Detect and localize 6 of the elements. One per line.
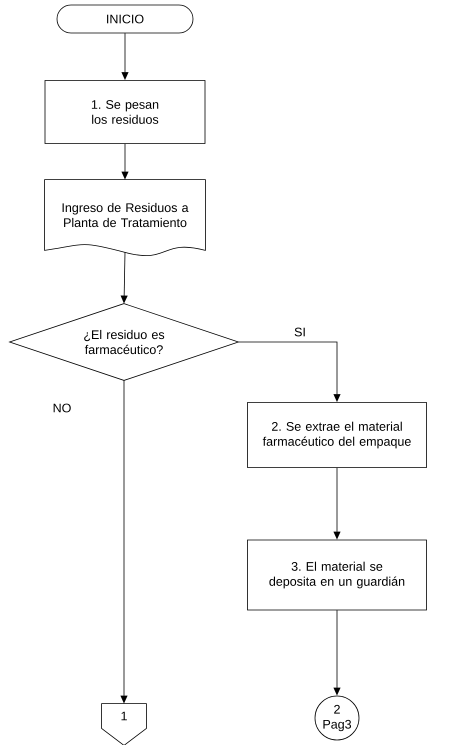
- process-box: 1. Se pesan los residuos: [44, 80, 206, 144]
- off-page-connector: 1: [101, 703, 147, 745]
- process-box: 2. Se extrae el material farmacéutico del empaque: [247, 402, 427, 468]
- process-box: 3. El material se deposita en un guardián: [247, 540, 427, 610]
- edge-label: SI: [293, 326, 307, 338]
- edge-label: NO: [52, 402, 72, 414]
